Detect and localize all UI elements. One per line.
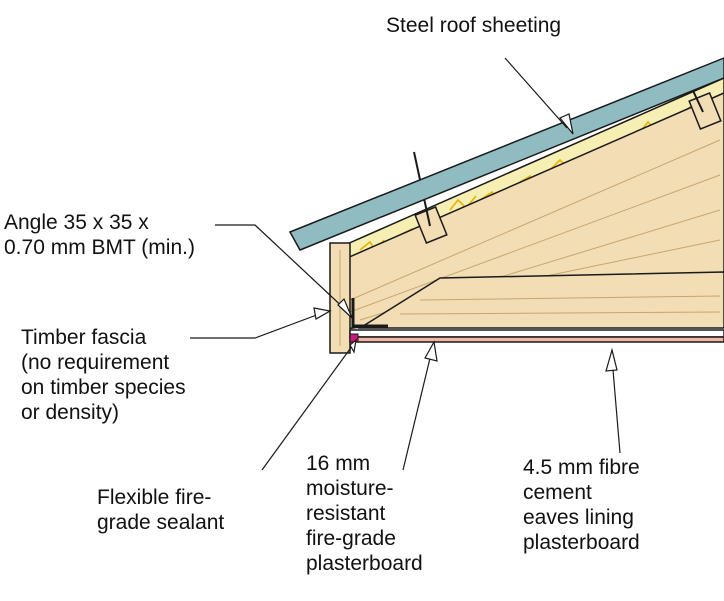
label-fire-grade-plasterboard: 16 mm moisture- resistant fire-grade pla… [306, 452, 423, 575]
batten [414, 205, 448, 245]
steel-angle [351, 298, 388, 328]
label-steel-roof-sheeting: Steel roof sheeting [386, 14, 562, 37]
fire-grade-plasterboard [349, 329, 724, 338]
joist-grain [399, 295, 721, 315]
label-timber-fascia: Timber fascia (no requirement on timber … [21, 326, 186, 424]
label-fibre-cement-eaves-lining: 4.5 mm fibre cement eaves lining plaster… [523, 456, 640, 554]
steel-roof-sheeting [288, 57, 724, 251]
label-steel-angle: Angle 35 x 35 x 0.70 mm BMT (min.) [4, 211, 195, 259]
fire-grade-sealant [349, 333, 359, 343]
leader-lines [190, 57, 621, 471]
label-fire-grade-sealant: Flexible fire- grade sealant [97, 486, 225, 534]
batten [688, 91, 722, 131]
fibre-cement-eaves-lining [349, 336, 724, 343]
